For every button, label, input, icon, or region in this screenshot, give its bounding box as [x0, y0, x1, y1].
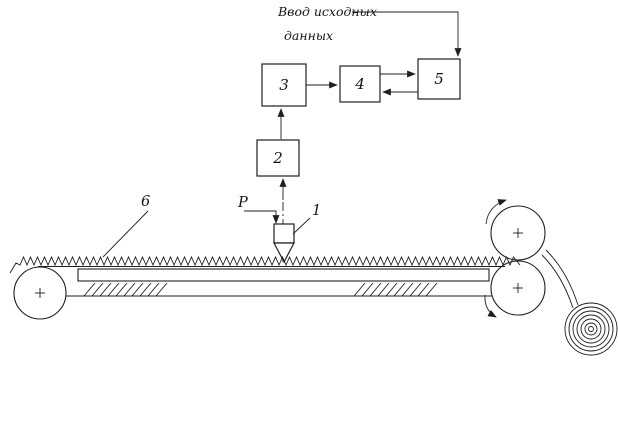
hatch-line [425, 282, 438, 297]
input-data-label: Ввод исходных данных [277, 4, 377, 43]
conveyor-frame [77, 268, 490, 282]
hatch-line [99, 282, 112, 297]
input-data-line2: данных [284, 28, 333, 43]
material-leader-line [102, 210, 149, 258]
hatch-line [409, 282, 422, 297]
input-data-connector [352, 11, 462, 57]
block-3-label: 3 [279, 76, 289, 94]
material-serration [9, 255, 521, 274]
material-layer: 6 [9, 194, 521, 274]
hatch-line [123, 282, 136, 297]
hatching-left [83, 282, 168, 297]
hatch-line [377, 282, 390, 297]
hatch-line [361, 282, 374, 297]
hatching-right [353, 282, 438, 297]
probe: 1 [273, 203, 321, 264]
hatch-line [91, 282, 104, 297]
control-blocks: 3 4 5 2 [256, 58, 461, 177]
force-label: P [237, 195, 248, 211]
probe-label: 1 [312, 203, 321, 219]
material-roll [564, 302, 618, 356]
probe-body [273, 223, 295, 244]
hatch-line [139, 282, 152, 297]
hatch-line [115, 282, 128, 297]
hatch-line [369, 282, 382, 297]
belt-frame [38, 265, 505, 297]
block-2 [256, 139, 300, 177]
input-data-line1: Ввод исходных [277, 4, 377, 19]
block-connectors [277, 70, 418, 200]
rotation-arrow-upper [485, 199, 507, 225]
block-2-label: 2 [272, 149, 283, 167]
block-5 [417, 58, 461, 100]
material-strip-to-roll [541, 249, 579, 309]
force-arrow: P [237, 195, 280, 224]
block-5-label: 5 [434, 70, 444, 88]
hatch-line [401, 282, 414, 297]
left-pulley [13, 266, 67, 320]
block-4-label: 4 [354, 75, 365, 93]
right-lower-pulley [484, 260, 546, 318]
hatch-line [147, 282, 160, 297]
hatch-line [83, 282, 96, 297]
material-label: 6 [141, 194, 150, 210]
hatch-line [393, 282, 406, 297]
hatch-line [417, 282, 430, 297]
rotation-arrow-lower [484, 294, 497, 318]
force-arrow-line [244, 210, 280, 224]
hatch-line [353, 282, 366, 297]
probe-tip [273, 242, 295, 264]
hatch-line [155, 282, 168, 297]
hatch-line [131, 282, 144, 297]
hatch-line [107, 282, 120, 297]
hatch-line [385, 282, 398, 297]
probe-leader-line [292, 217, 311, 235]
block-4 [339, 65, 381, 103]
right-upper-pulley [485, 199, 546, 261]
